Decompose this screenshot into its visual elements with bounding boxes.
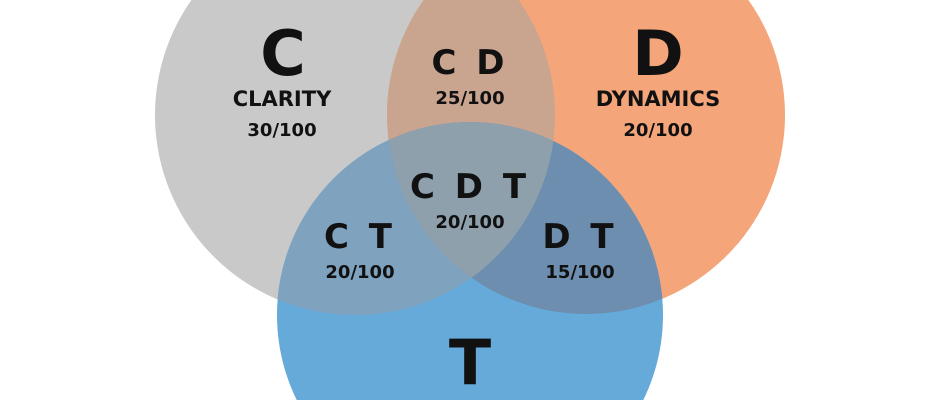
cdt-label: C D T (410, 167, 530, 207)
region-cdt (387, 122, 556, 315)
cd-label: C D (431, 43, 508, 83)
dynamics-score: 20/100 (623, 120, 692, 141)
dt-score: 15/100 (545, 262, 614, 283)
clarity-score: 30/100 (247, 120, 316, 141)
cdt-score: 20/100 (435, 212, 504, 233)
ct-score: 20/100 (325, 262, 394, 283)
cd-score: 25/100 (435, 88, 504, 109)
clarity-letter: C (260, 17, 306, 90)
ct-label: C T (324, 217, 396, 257)
dynamics-letter: D (632, 17, 683, 90)
t-letter: T (449, 326, 491, 399)
dynamics-name: DYNAMICS (596, 87, 721, 111)
clarity-name: CLARITY (233, 87, 332, 111)
dt-label: D T (542, 217, 617, 257)
